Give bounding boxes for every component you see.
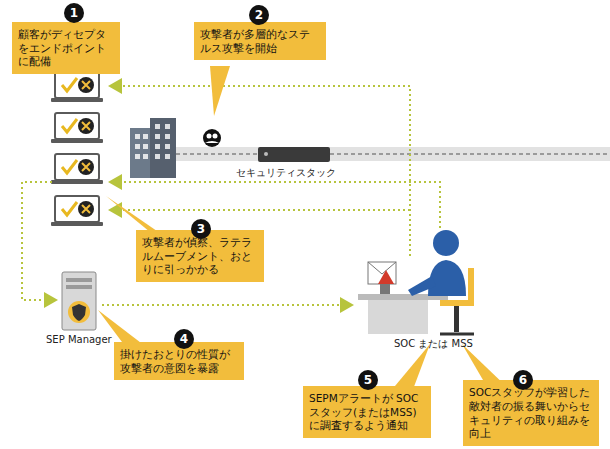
callout-number: 4 — [174, 329, 194, 349]
callout-box: 攻撃者が多層的なステルス攻撃を開始 — [194, 22, 326, 60]
callout-text: 攻撃者が多層的なステルス攻撃を開始 — [200, 28, 320, 55]
callout-number: 1 — [64, 3, 84, 23]
callout-text: 攻撃者が偵察、ラテラルムーブメント、おとりに引っかかる — [142, 236, 258, 277]
callout-number: 5 — [358, 370, 378, 390]
callout-text: SOCスタッフが学習した敵対者の振る舞いからセキュリティの取り組みを向上 — [469, 386, 593, 441]
callout-number: 3 — [191, 219, 211, 239]
callout-box: SEPMアラートが SOCスタッフ(またはMSS)に調査するよう通知 — [303, 386, 431, 438]
callout-box: 顧客がディセプタをエンドポイントに配備 — [12, 22, 120, 74]
part-label: セキュリティスタック — [236, 166, 336, 180]
callout-box: SOCスタッフが学習した敵対者の振る舞いからセキュリティの取り組みを向上 — [463, 380, 599, 446]
callout-number: 2 — [249, 5, 269, 25]
part-label: SEP Manager — [46, 334, 112, 345]
callout-text: 掛けたおとりの性質が攻撃者の意図を暴露 — [120, 348, 238, 375]
part-label: SOC または MSS — [394, 337, 473, 351]
callout-text: 顧客がディセプタをエンドポイントに配備 — [18, 28, 114, 69]
callout-number: 6 — [513, 370, 533, 390]
callout-text: SEPMアラートが SOCスタッフ(またはMSS)に調査するよう通知 — [309, 392, 425, 433]
